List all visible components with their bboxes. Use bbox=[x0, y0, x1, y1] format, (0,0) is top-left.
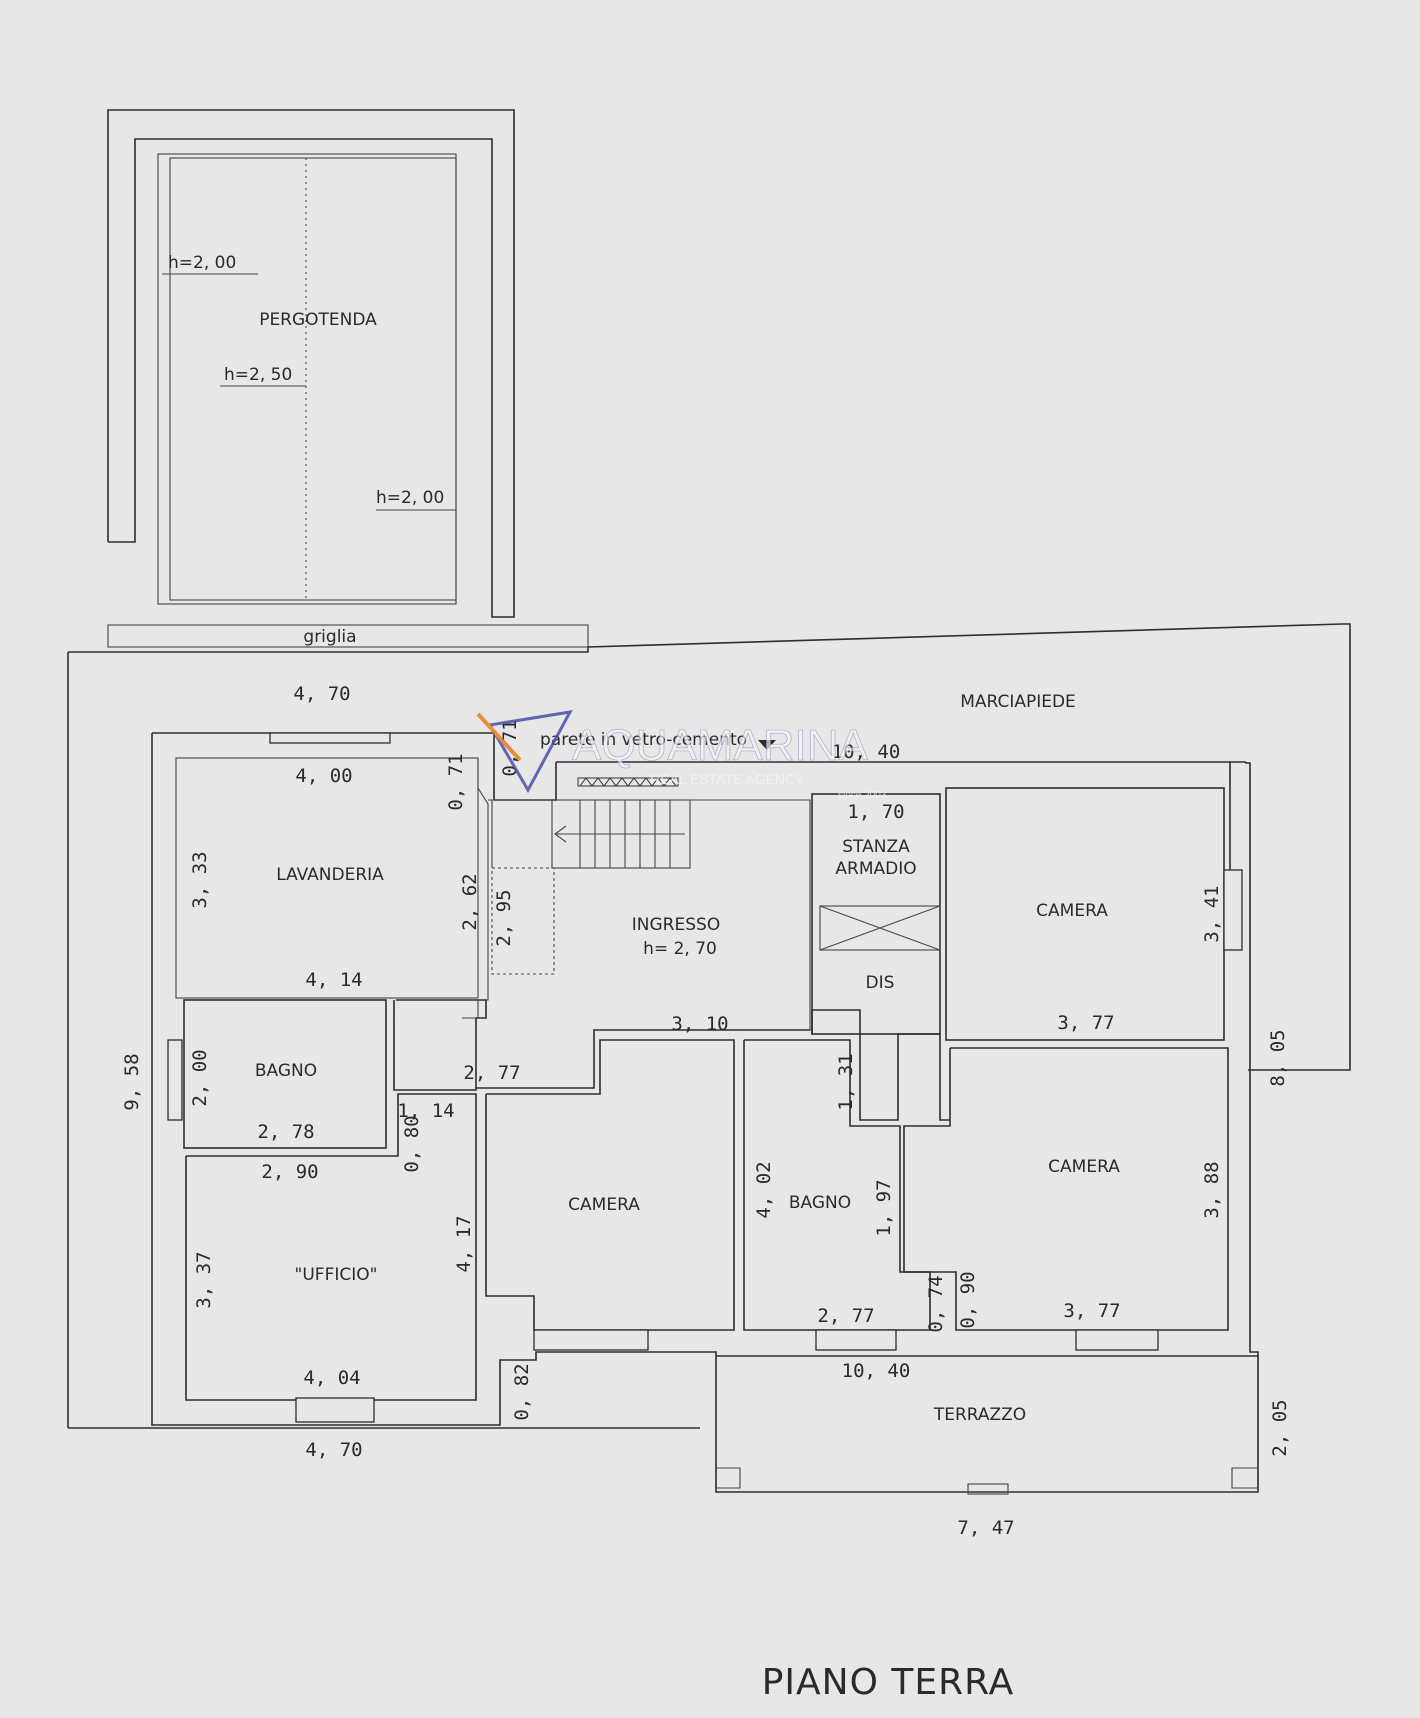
griglia-label: griglia bbox=[303, 627, 356, 647]
room-label-armadio: ARMADIO bbox=[835, 859, 916, 879]
house-walls bbox=[151, 732, 1259, 1493]
stanza-armadio-block bbox=[811, 793, 950, 1121]
room-label-camera-centre: CAMERA bbox=[568, 1195, 640, 1215]
dim-bagno-c-w: 2, 77 bbox=[817, 1305, 874, 1327]
room-label-dis: DIS bbox=[866, 973, 895, 993]
dim-top-left-width: 4, 70 bbox=[293, 683, 350, 705]
watermark-logo: AQUAMARINA REAL ESTATE AGENCY since 2003 bbox=[476, 710, 887, 801]
dim-terrace-top: 10, 40 bbox=[842, 1360, 911, 1382]
dim-090: 0, 90 bbox=[957, 1271, 979, 1328]
camera-se-walls bbox=[903, 1047, 1229, 1351]
dim-bagno-w-h: 2, 00 bbox=[189, 1049, 211, 1106]
marciapiede-outline bbox=[68, 623, 1351, 1071]
ingresso-height: h= 2, 70 bbox=[643, 939, 717, 959]
bagno-centre-walls bbox=[743, 1039, 931, 1351]
dim-lav-width: 4, 00 bbox=[295, 765, 352, 787]
stairs bbox=[491, 799, 691, 975]
arrow-down-icon bbox=[758, 740, 776, 750]
height-label-3: h=2, 00 bbox=[376, 488, 444, 508]
dim-082: 0, 82 bbox=[511, 1363, 533, 1420]
dim-bagno-w-w: 2, 78 bbox=[257, 1121, 314, 1143]
dim-camera-ne-h: 3, 41 bbox=[1201, 885, 1223, 942]
dim-131: 1, 31 bbox=[835, 1053, 857, 1110]
dim-stair-295: 2, 95 bbox=[493, 889, 515, 946]
dim-lav-right: 2, 62 bbox=[459, 873, 481, 930]
dim-terrace-h: 2, 05 bbox=[1269, 1399, 1291, 1456]
bagno-west-walls bbox=[167, 999, 387, 1149]
dim-corr-277: 2, 77 bbox=[463, 1062, 520, 1084]
dim-uff-right: 4, 17 bbox=[453, 1215, 475, 1272]
dim-074: 0, 74 bbox=[925, 1275, 947, 1332]
height-label-1: h=2, 00 bbox=[168, 253, 236, 273]
camera-centre-walls bbox=[485, 1039, 735, 1351]
room-label-bagno-centre: BAGNO bbox=[789, 1193, 851, 1213]
dim-left-958: 9, 58 bbox=[121, 1053, 143, 1110]
height-label-2: h=2, 50 bbox=[224, 365, 292, 385]
dim-071a: 0, 71 bbox=[445, 753, 467, 810]
dim-camera-se-h: 3, 88 bbox=[1201, 1161, 1223, 1218]
room-label-camera-ne: CAMERA bbox=[1036, 901, 1108, 921]
dim-right-805: 8, 05 bbox=[1267, 1029, 1289, 1086]
camera-ne-walls bbox=[945, 762, 1243, 1041]
room-label-ufficio: "UFFICIO" bbox=[295, 1265, 378, 1285]
corridor-wall bbox=[393, 999, 487, 1091]
ufficio-walls bbox=[185, 1093, 477, 1423]
room-label-pergotenda: PERGOTENDA bbox=[259, 310, 377, 330]
dim-ingresso-310: 3, 10 bbox=[671, 1013, 728, 1035]
dim-top-right-width: 10, 40 bbox=[832, 741, 901, 763]
dim-stanza-170: 1, 70 bbox=[847, 801, 904, 823]
watermark-since: since 2003 bbox=[838, 790, 887, 801]
plan-title: PIANO TERRA bbox=[762, 1662, 1015, 1703]
watermark-tagline: REAL ESTATE AGENCY bbox=[650, 771, 805, 787]
pergotenda-structure bbox=[107, 109, 515, 618]
dim-uff-top: 2, 90 bbox=[261, 1161, 318, 1183]
dim-080: 0, 80 bbox=[401, 1115, 423, 1172]
dim-lav-height: 3, 33 bbox=[189, 851, 211, 908]
room-label-ingresso: INGRESSO bbox=[632, 915, 720, 935]
marciapiede-label: MARCIAPIEDE bbox=[960, 692, 1076, 712]
dim-terrace-bottom: 7, 47 bbox=[957, 1517, 1014, 1539]
room-label-camera-se: CAMERA bbox=[1048, 1157, 1120, 1177]
logo-triangle-icon bbox=[487, 710, 573, 794]
dim-bagno-c-h: 4, 02 bbox=[753, 1161, 775, 1218]
dim-uff-h: 3, 37 bbox=[193, 1251, 215, 1308]
dim-114: 1, 14 bbox=[397, 1100, 454, 1122]
room-label-lavanderia: LAVANDERIA bbox=[276, 865, 384, 885]
dim-lav-bottom: 4, 14 bbox=[305, 969, 362, 991]
dim-camera-ne-w: 3, 77 bbox=[1057, 1012, 1114, 1034]
watermark-brand: AQUAMARINA bbox=[572, 721, 868, 770]
dim-bottom-left-width: 4, 70 bbox=[305, 1439, 362, 1461]
dim-197: 1, 97 bbox=[873, 1179, 895, 1236]
terrazzo-outline bbox=[716, 1355, 1258, 1495]
parete-label: parete in vetro-cemento bbox=[540, 730, 747, 750]
room-label-stanza: STANZA bbox=[842, 837, 910, 857]
dim-camera-se-w: 3, 77 bbox=[1063, 1300, 1120, 1322]
room-label-terrazzo: TERRAZZO bbox=[933, 1405, 1026, 1425]
griglia-strip bbox=[107, 624, 589, 648]
room-label-bagno-west: BAGNO bbox=[255, 1061, 317, 1081]
dim-uff-bottom: 4, 04 bbox=[303, 1367, 360, 1389]
